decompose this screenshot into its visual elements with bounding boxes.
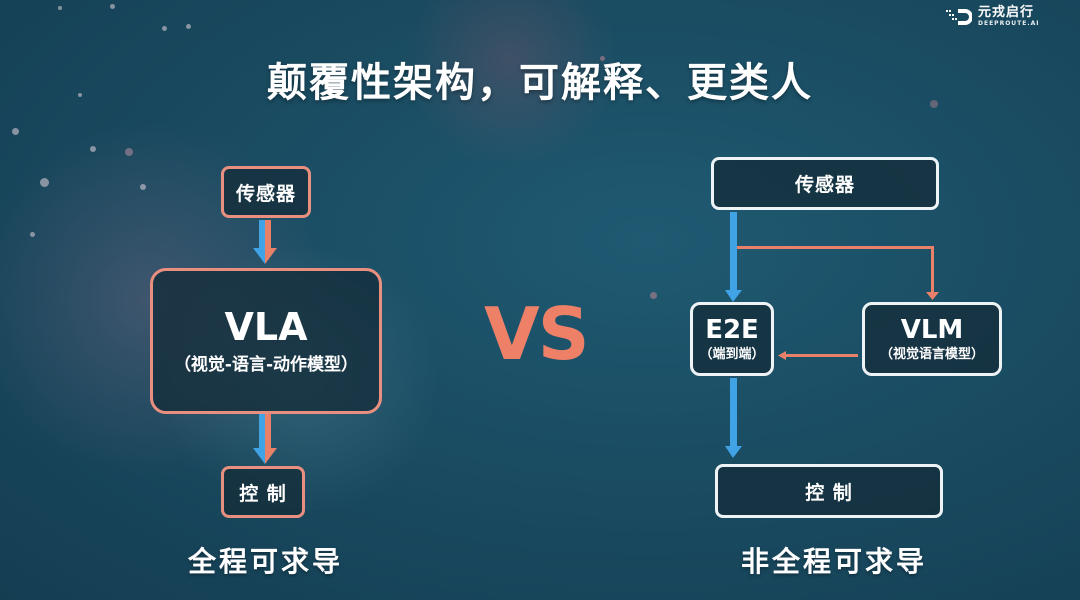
background-particle	[162, 26, 167, 31]
sensor-label: 传感器	[794, 174, 855, 196]
vla-name: VLA	[224, 304, 308, 349]
vla-model-box: VLA （视觉-语言-动作模型）	[150, 268, 382, 414]
background-particle	[186, 24, 191, 29]
right-caption: 非全程可求导	[741, 545, 928, 578]
left-control-box: 控 制	[221, 466, 305, 518]
left-sensor-box: 传感器	[221, 166, 311, 218]
background-particle	[650, 292, 657, 299]
background-particle	[58, 6, 62, 10]
arrow-sensor-to-vla	[253, 220, 277, 264]
e2e-model-box: E2E （端到端）	[690, 302, 774, 376]
background-particle	[110, 4, 115, 9]
background-particle	[140, 184, 146, 190]
background-glow	[380, 0, 640, 160]
arrow-sensor-to-e2e	[725, 212, 742, 302]
arrow-vlm-to-e2e	[778, 351, 858, 360]
control-label: 控 制	[239, 482, 287, 505]
sensor-label: 传感器	[235, 182, 296, 205]
right-sensor-box: 传感器	[711, 157, 939, 210]
background-particle	[30, 232, 35, 237]
deeproute-logo-icon	[946, 8, 972, 25]
background-particle	[600, 56, 605, 61]
logo-name-cn: 元戎启行	[978, 5, 1035, 20]
arrow-e2e-to-control	[725, 378, 742, 458]
arrow-vla-to-control	[253, 414, 277, 464]
background-particle	[930, 100, 938, 108]
vs-label: VS	[484, 292, 590, 376]
background-particle	[78, 93, 82, 97]
e2e-name: E2E	[705, 314, 759, 345]
logo-name-en: DEEPROUTE.AI	[978, 20, 1040, 27]
page-title: 颠覆性架构，可解释、更类人	[267, 60, 813, 106]
e2e-description: （端到端）	[699, 346, 765, 362]
background-particle	[125, 148, 133, 156]
background-particle	[90, 146, 96, 152]
right-control-box: 控 制	[715, 464, 943, 518]
background-particle	[12, 128, 19, 135]
company-logo: 元戎启行 DEEPROUTE.AI	[946, 6, 1040, 27]
vlm-name: VLM	[900, 314, 964, 345]
arrow-sensor-to-vlm	[737, 246, 939, 300]
vla-description: （视觉-语言-动作模型）	[173, 354, 359, 375]
vlm-model-box: VLM （视觉语言模型）	[862, 302, 1002, 376]
background-particle	[40, 178, 49, 187]
control-label: 控 制	[805, 481, 853, 504]
left-caption: 全程可求导	[188, 545, 344, 578]
vlm-description: （视觉语言模型）	[879, 346, 984, 362]
